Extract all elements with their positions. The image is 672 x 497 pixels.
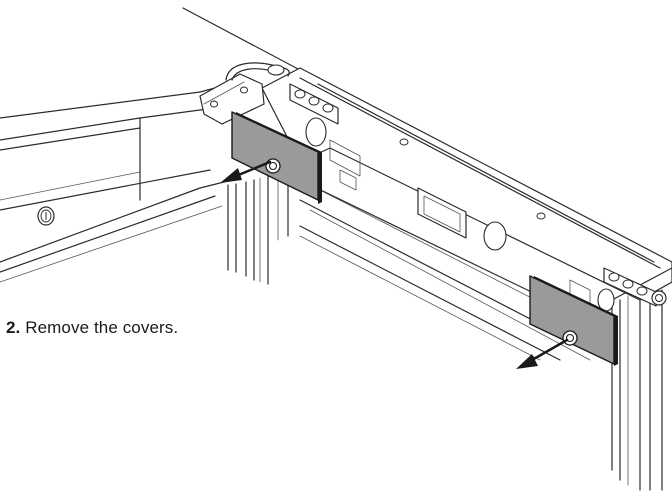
screw-icon	[265, 158, 281, 174]
screw-icon	[562, 330, 578, 346]
front-rail	[261, 67, 672, 491]
arrow-icon	[220, 160, 272, 183]
hinge-bracket	[199, 62, 290, 125]
step-number: 2.	[6, 318, 21, 337]
right-cover	[529, 275, 618, 366]
instruction-text: 2. Remove the covers.	[6, 318, 178, 338]
left-unit-body	[0, 107, 233, 283]
rail-details	[289, 83, 667, 312]
left-vertical-post	[227, 171, 289, 285]
step-description: Remove the covers.	[25, 318, 179, 337]
arrow-icon	[516, 338, 569, 369]
lock-icon	[37, 206, 55, 226]
